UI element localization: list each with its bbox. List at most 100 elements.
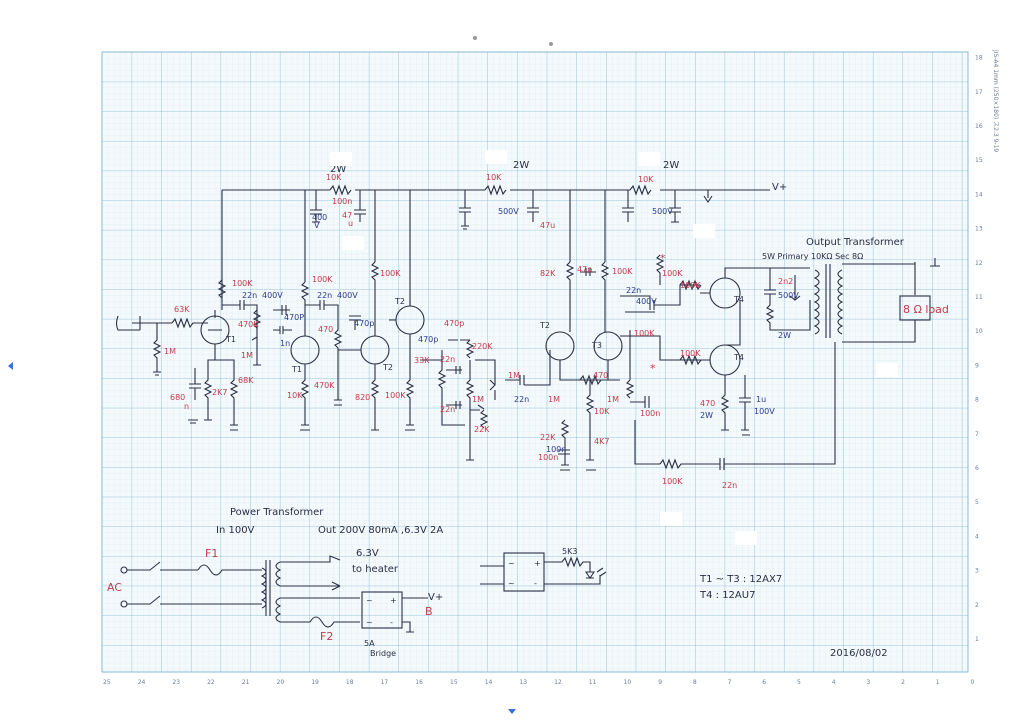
label-c470p: 470P <box>284 313 304 322</box>
fuse-f1-label: F1 <box>205 547 218 560</box>
power-transformer-output: Out 200V 80mA ,6.3V 2A <box>318 525 443 536</box>
label-r470: 470 <box>318 325 333 334</box>
label-c1u: 1u <box>756 395 766 404</box>
ruler-tick-label: 23 <box>172 679 180 686</box>
label-r100k-feedback: 100K <box>662 477 683 486</box>
label-c100n: 100n <box>546 445 566 454</box>
label-c680: 680 <box>170 393 185 402</box>
star-mark: * <box>660 252 666 265</box>
ruler-tick-label: 5 <box>797 679 801 686</box>
ruler-tick-label: 20 <box>277 679 285 686</box>
graph-paper <box>101 51 969 673</box>
tube-t1-label: T1 <box>291 365 302 374</box>
label-r22k: 22K <box>540 433 556 442</box>
output-transformer-spec: 5W Primary 10KΩ Sec 8Ω <box>762 252 863 261</box>
label-500v: 500V <box>652 207 673 216</box>
amplifier-circuit: 2W 2W 2W V+ T1 T1 T2 T2 T2 T3 T4 T4 63K … <box>115 160 949 490</box>
label-r68k: 68K <box>238 376 254 385</box>
ruler-tick-label: 4 <box>975 533 979 540</box>
label-r100k: 100K <box>312 275 333 284</box>
label-r100k: 100K <box>680 281 701 290</box>
label-400v: 400 <box>312 213 327 222</box>
label-r470: 470 <box>700 399 715 408</box>
heater-voltage-label: 6.3V <box>356 548 379 559</box>
ruler-tick-label: 18 <box>346 679 354 686</box>
ruler-tick-label: 9 <box>975 362 979 369</box>
label-2w: 2W <box>778 331 791 340</box>
label-r22k: 22K <box>474 425 490 434</box>
label-500v: 500V <box>778 291 799 300</box>
star-mark: * <box>650 362 656 375</box>
label-r470: 470 <box>593 371 608 380</box>
tube-t2-label: T2 <box>382 363 393 372</box>
bridge-minus-symbol: - <box>390 618 393 627</box>
ruler-tick-label: 13 <box>975 226 983 233</box>
ruler-tick-label: 0 <box>971 679 975 686</box>
ruler-tick-label: 13 <box>519 679 527 686</box>
label-r820: 820 <box>355 393 370 402</box>
label-r10k: 10K <box>287 391 303 400</box>
ruler-tick-label: 12 <box>975 260 983 267</box>
led-bridge-ac: ~ <box>508 579 515 588</box>
load-label: 8 Ω load <box>903 303 949 316</box>
label-c470p: 470p <box>354 319 374 328</box>
ruler-tick-label: 9 <box>658 679 662 686</box>
ruler-tick-label: 7 <box>975 431 979 438</box>
fuse-f2-label: F2 <box>320 630 333 643</box>
label-400v-unit: V <box>314 221 320 230</box>
label-c22n: 22n <box>440 355 455 364</box>
power-supply-circuit: Power Transformer In 100V Out 200V 80mA … <box>107 507 888 659</box>
ruler-tick-label: 1 <box>975 636 979 643</box>
ruler-tick-label: 5 <box>975 499 979 506</box>
label-100v: 100V <box>754 407 775 416</box>
ruler-tick-label: 22 <box>207 679 215 686</box>
label-c47p: 47p <box>577 265 592 274</box>
ruler-tick-label: 6 <box>975 465 979 472</box>
tube-list-line2: T4 : 12AU7 <box>699 590 755 601</box>
label-400v: 400V <box>337 291 358 300</box>
label-c47u: 47 <box>342 211 352 220</box>
bridge-ac-symbol: ~ <box>366 618 373 627</box>
ruler-tick-label: 2 <box>975 602 979 609</box>
scan-dot <box>549 42 553 46</box>
label-r10k: 10K <box>486 173 502 182</box>
label-2w-b: 2W <box>513 160 529 171</box>
ruler-tick-label: 3 <box>866 679 870 686</box>
ruler-tick-label: 10 <box>975 328 983 335</box>
label-r470k: 470K <box>238 320 259 329</box>
label-r1m: 1M <box>472 395 484 404</box>
label-c470p: 470p <box>418 335 438 344</box>
label-400v: 400V <box>636 297 657 306</box>
label-r1m: 1M <box>607 395 619 404</box>
label-c47u-unit: u <box>348 219 353 228</box>
left-scan-mark <box>8 362 13 370</box>
ruler-tick-label: 3 <box>975 568 979 575</box>
ruler-tick-label: 25 <box>103 679 111 686</box>
bridge-rating-label: 5A <box>364 639 375 648</box>
ruler-tick-label: 17 <box>975 89 983 96</box>
label-r1m: 1M <box>548 395 560 404</box>
label-c100n: 100n <box>538 453 558 462</box>
ruler-tick-label: 15 <box>975 157 983 164</box>
tube-t2-label: T2 <box>539 321 550 330</box>
label-r100k: 100K <box>612 267 633 276</box>
power-transformer-input: In 100V <box>216 525 255 536</box>
tube-t4-label: T4 <box>733 295 744 304</box>
heater-label: to heater <box>352 564 399 575</box>
label-500v: 500V <box>498 207 519 216</box>
ruler-tick-label: 11 <box>589 679 597 686</box>
label-c100n: 100n <box>332 197 352 206</box>
label-c22n: 22n <box>317 291 332 300</box>
label-r10k: 10K <box>638 175 654 184</box>
bridge-plus-symbol: + <box>390 596 397 605</box>
supply-b-label: B <box>425 605 433 618</box>
power-transformer-title: Power Transformer <box>230 507 324 518</box>
ruler-tick-label: 6 <box>762 679 766 686</box>
bridge-label: Bridge <box>370 649 396 658</box>
label-c1n: 1n <box>280 339 290 348</box>
label-r100k: 100K <box>680 349 701 358</box>
label-c22n-feedback: 22n <box>722 481 737 490</box>
ruler-tick-label: 12 <box>554 679 562 686</box>
